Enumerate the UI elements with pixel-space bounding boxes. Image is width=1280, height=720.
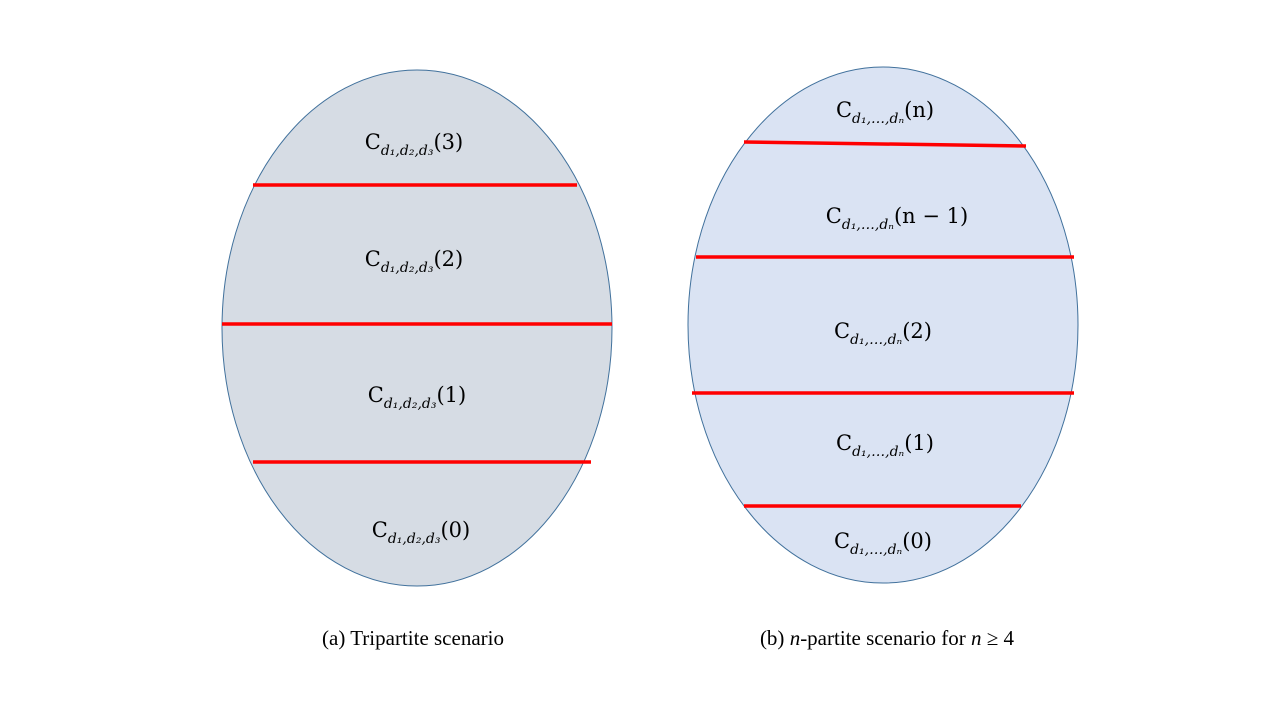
label-b-1: Cd₁,…,dₙ(1): [836, 431, 934, 460]
caption-a: (a) Tripartite scenario: [322, 626, 504, 650]
label-a-2: Cd₁,d₂,d₃(2): [365, 247, 463, 276]
label-a-3: Cd₁,d₂,d₃(3): [365, 130, 463, 159]
ellipse-a: [221, 69, 613, 587]
divider-b-1: [743, 140, 1027, 148]
label-a-1: Cd₁,d₂,d₃(1): [368, 383, 466, 412]
panel-a: Cd₁,d₂,d₃(3) Cd₁,d₂,d₃(2) Cd₁,d₂,d₃(1) C…: [221, 69, 613, 650]
label-b-2: Cd₁,…,dₙ(2): [834, 319, 932, 348]
caption-b: (b) n-partite scenario for n ≥ 4: [760, 626, 1015, 650]
label-b-n: Cd₁,…,dₙ(n): [836, 98, 934, 127]
panel-b: Cd₁,…,dₙ(n) Cd₁,…,dₙ(n − 1) Cd₁,…,dₙ(2) …: [687, 66, 1079, 650]
label-a-0: Cd₁,d₂,d₃(0): [372, 518, 470, 547]
label-b-0: Cd₁,…,dₙ(0): [834, 529, 932, 558]
ellipse-b: [687, 66, 1079, 584]
label-b-n-minus-1: Cd₁,…,dₙ(n − 1): [826, 204, 968, 233]
